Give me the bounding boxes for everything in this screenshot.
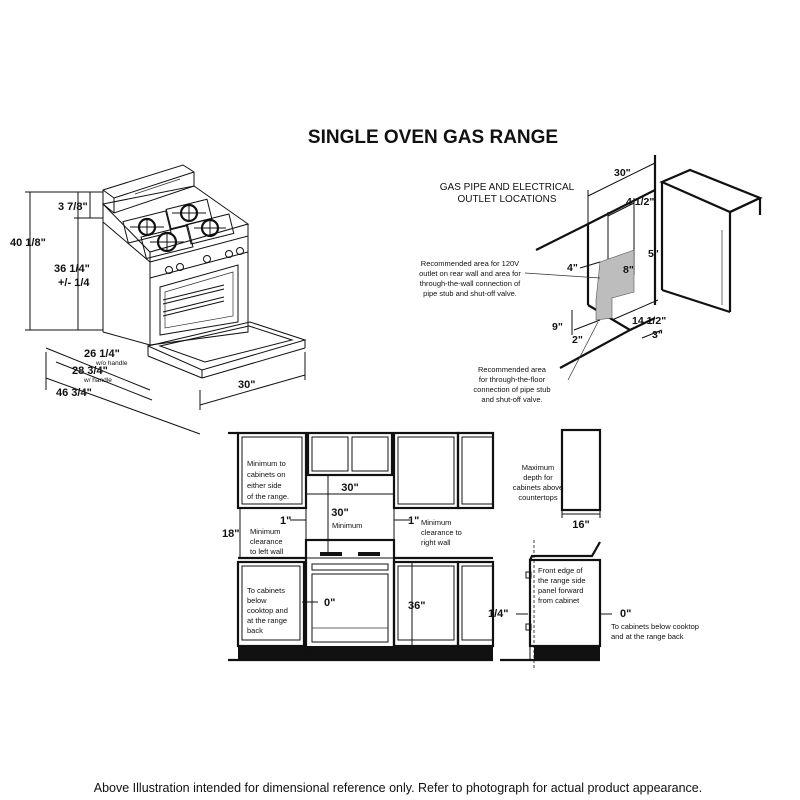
page-title: SINGLE OVEN GAS RANGE [308, 127, 558, 148]
min-clr-right-3: right wall [421, 538, 451, 547]
wo-handle-label: w/o handle [95, 360, 128, 367]
side-dim-16: 16" [572, 519, 589, 531]
rec-floor-line-1: Recommended area [478, 365, 547, 374]
min-clr-right-1: Minimum [421, 518, 451, 527]
min-clr-left-1: Minimum [250, 527, 280, 536]
dim-36-1-4: 36 1/4" [54, 263, 90, 275]
side-dim-0: 0" [620, 608, 631, 620]
gp-dim-14-1-2: 14 1/2" [632, 315, 666, 327]
rec-floor-line-3: connection of pipe stub [473, 385, 550, 394]
below-cab-line-2: and at the range back [611, 632, 684, 641]
inst-dim-1-left: 1" [280, 515, 291, 527]
front-edge-line-2: the range side [538, 576, 586, 585]
gp-dim-4-1-2: 4 1/2" [626, 196, 654, 208]
max-depth-line-2: depth for [523, 473, 553, 482]
dim-40-1-8: 40 1/8" [10, 237, 46, 249]
inst-dim-0: 0" [324, 597, 335, 609]
gas-pipe-drawing [524, 155, 763, 381]
min-cab-line-2: cabinets on [247, 470, 285, 479]
gp-dim-4: 4" [567, 262, 578, 274]
min-clr-left-3: to left wall [250, 547, 284, 556]
oven-door [146, 321, 307, 379]
to-cab-line-2: below [247, 596, 267, 605]
gas-pipe-labels: GAS PIPE AND ELECTRICAL OUTLET LOCATIONS… [419, 167, 666, 404]
rec-wall-line-2: outlet on rear wall and area for [419, 269, 521, 278]
min-cab-line-1: Minimum to [247, 459, 286, 468]
rec-floor-line-4: and shut-off valve. [481, 395, 542, 404]
minimum-label: Minimum [332, 521, 362, 530]
to-cab-line-5: back [247, 626, 263, 635]
gp-dim-8: 8" [623, 264, 634, 276]
to-cab-line-4: at the range [247, 616, 287, 625]
gp-dim-2: 2" [572, 334, 583, 346]
front-edge-line-3: panel forward [538, 586, 583, 595]
below-cab-line-1: To cabinets below cooktop [611, 622, 699, 631]
recommended-wall-area [595, 249, 635, 321]
range-drawing [25, 164, 307, 379]
to-cab-line-3: cooktop and [247, 606, 288, 615]
gp-dim-5: 5" [648, 248, 659, 260]
rec-wall-line-4: pipe stub and shut-off valve. [423, 289, 517, 298]
inst-dim-30-top: 30" [341, 482, 358, 494]
max-depth-line-4: countertops [518, 493, 557, 502]
gp-dim-30: 30" [614, 167, 631, 179]
rec-wall-line-3: through-the-wall connection of [420, 279, 521, 288]
inst-dim-36: 36" [408, 600, 425, 612]
side-dim-1-4: 1/4" [488, 608, 509, 620]
burner-grates [122, 198, 235, 260]
max-depth-line-1: Maximum [522, 463, 555, 472]
inst-dim-30-min: 30" [331, 507, 348, 519]
range-dimensions: 40 1/8" 3 7/8" 36 1/4" +/- 1/4 26 1/4" w… [10, 201, 306, 435]
front-edge-line-4: from cabinet [538, 596, 580, 605]
install-elevation [228, 431, 495, 662]
min-cab-line-4: of the range. [247, 492, 289, 501]
min-clr-left-2: clearance [250, 537, 283, 546]
install-labels: Minimum to cabinets on either side of th… [222, 459, 462, 635]
dim-46-3-4: 46 3/4" [56, 387, 92, 399]
gp-dim-9: 9" [552, 321, 563, 333]
dim-28-3-4: 28 3/4" [72, 365, 108, 377]
dim-plus-minus: +/- 1/4 [58, 277, 90, 289]
side-labels: Maximum depth for cabinets above counter… [488, 463, 699, 641]
gas-pipe-heading-1: GAS PIPE AND ELECTRICAL [440, 182, 575, 193]
gp-dim-3: 3" [652, 329, 663, 341]
w-handle-label: w/ handle [83, 377, 112, 384]
side-elevation [500, 428, 612, 670]
dim-3-7-8: 3 7/8" [58, 201, 88, 213]
rec-floor-line-2: for through-the-floor [479, 375, 546, 384]
inst-dim-18: 18" [222, 528, 239, 540]
footer-disclaimer: Above Illustration intended for dimensio… [94, 781, 702, 795]
to-cab-line-1: To cabinets [247, 586, 285, 595]
rec-wall-line-1: Recommended area for 120V [421, 259, 519, 268]
dim-30-width: 30" [238, 379, 255, 391]
control-knobs [165, 247, 244, 274]
front-edge-line-1: Front edge of [538, 566, 584, 575]
dim-26-1-4: 26 1/4" [84, 348, 120, 360]
gas-pipe-heading-2: OUTLET LOCATIONS [457, 194, 556, 205]
min-clr-right-2: clearance to [421, 528, 462, 537]
min-cab-line-3: either side [247, 481, 282, 490]
max-depth-line-3: cabinets above [513, 483, 563, 492]
inst-dim-1-right: 1" [408, 515, 419, 527]
